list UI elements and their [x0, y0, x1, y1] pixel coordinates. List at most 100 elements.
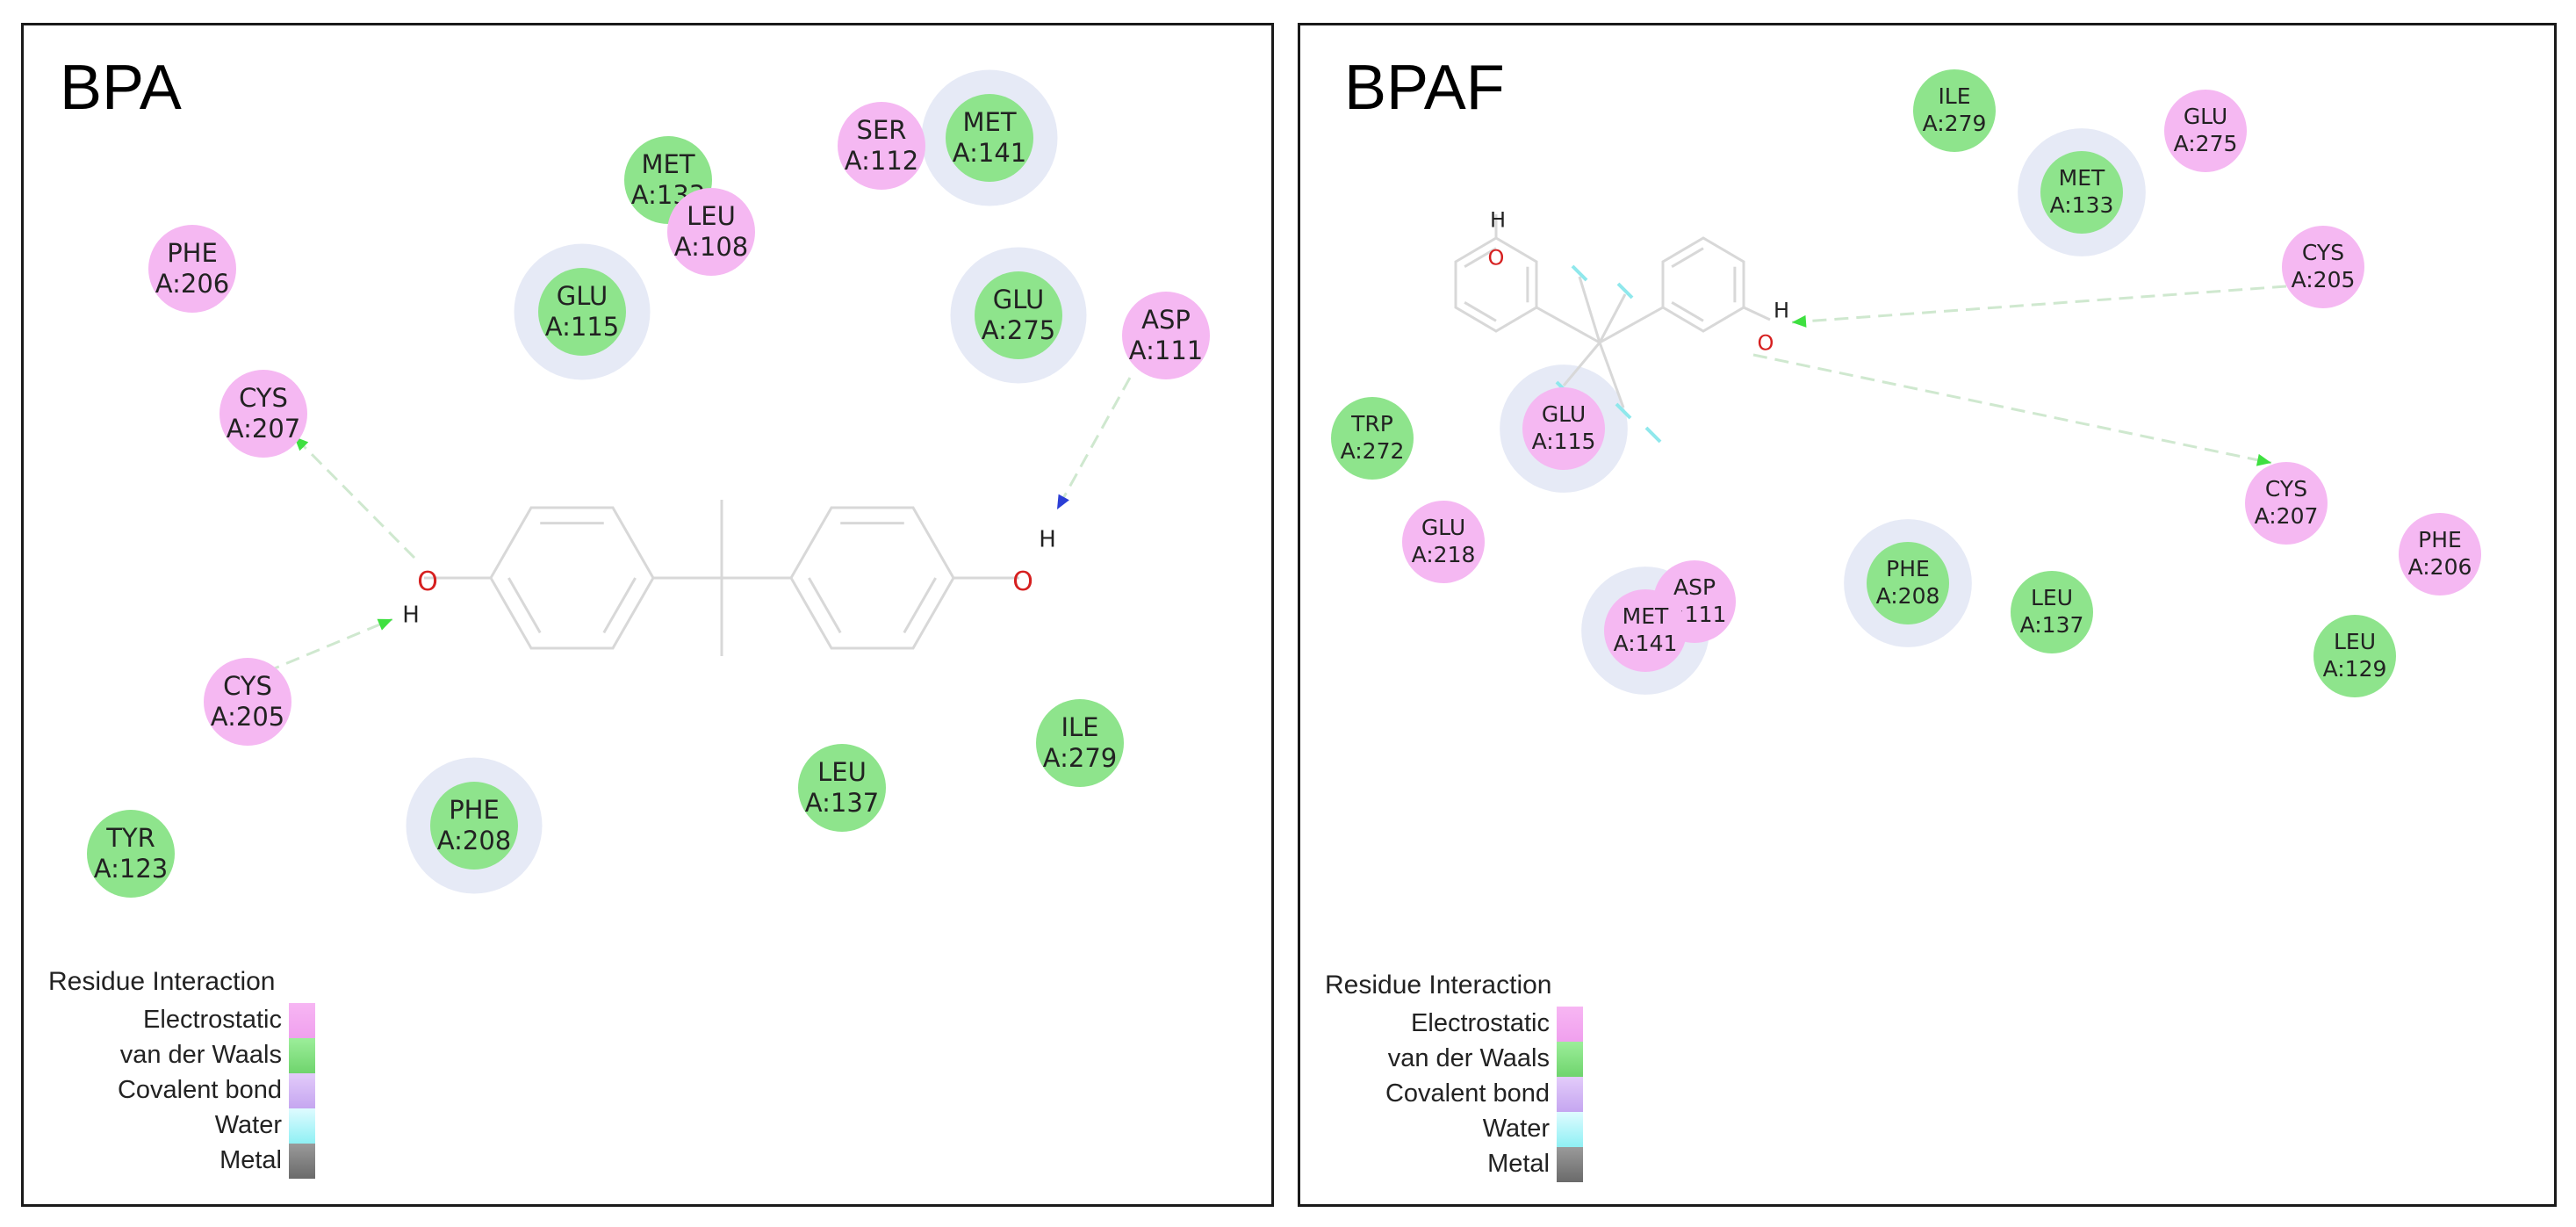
- residue-id: A:123: [94, 854, 168, 884]
- residue-id: A:137: [2020, 612, 2084, 638]
- electrostatic-residue-disc: [1402, 501, 1485, 583]
- residue-id: A:205: [211, 702, 284, 732]
- electrostatic-residue-disc: [2164, 90, 2247, 172]
- vdw-residue-disc: [1867, 542, 1949, 624]
- electrostatic-residue-disc: [2245, 462, 2328, 545]
- legend-label: Water: [1483, 1115, 1551, 1143]
- residue-id: A:115: [1532, 429, 1596, 454]
- hbond-arrowhead-icon: [1792, 314, 1807, 328]
- residue-name: TYR: [105, 823, 155, 853]
- residue-name: GLU: [993, 285, 1044, 314]
- hbond-arrowhead-icon: [1057, 494, 1069, 509]
- legend-swatch: [1557, 1007, 1583, 1042]
- residue-id: A:141: [1614, 631, 1678, 656]
- residue-id: A:108: [674, 232, 748, 262]
- residue-id: A:133: [2050, 192, 2114, 218]
- legend-swatch: [289, 1003, 315, 1038]
- legend-label: Electrostatic: [1411, 1009, 1550, 1037]
- residue-id: A:111: [1129, 336, 1203, 365]
- electrostatic-residue-disc: [2282, 226, 2364, 308]
- residue-id: A:205: [2292, 267, 2356, 292]
- residue-id: A:208: [437, 826, 511, 855]
- legend-swatch: [289, 1108, 315, 1144]
- electrostatic-residue-disc: [1122, 292, 1210, 379]
- residue-id: A:207: [227, 414, 300, 444]
- vdw-residue-disc: [798, 744, 886, 832]
- residue-name: GLU: [557, 281, 608, 311]
- panel-title: BPAF: [1344, 53, 1505, 123]
- residue-name: ILE: [1938, 83, 1970, 109]
- residue-halos: [406, 69, 1087, 894]
- vdw-residue-disc: [538, 268, 626, 356]
- residue-id: A:137: [805, 788, 879, 818]
- electrostatic-residue-disc: [1604, 589, 1687, 672]
- aromatic-ring: [1661, 236, 1745, 333]
- residue-name: PHE: [2418, 527, 2462, 552]
- residue-name: TRP: [1350, 411, 1393, 437]
- residue-name: PHE: [449, 795, 500, 825]
- ligand-bond: [1743, 306, 1771, 321]
- fluorine-atom: [1616, 282, 1634, 300]
- ligand-bond: [1598, 293, 1627, 343]
- electrostatic-residue-disc: [667, 188, 755, 276]
- electrostatic-residue-disc: [2399, 513, 2481, 595]
- residue-id: A:115: [545, 312, 619, 342]
- residue-name: GLU: [1542, 401, 1586, 427]
- hydrogen-atom-label: H: [1039, 526, 1056, 552]
- vdw-residue-disc: [1036, 699, 1124, 787]
- legend-label: van der Waals: [1388, 1044, 1550, 1072]
- legend-swatch: [1557, 1112, 1583, 1147]
- vdw-residue-disc: [87, 810, 175, 898]
- vdw-residue-disc: [946, 94, 1033, 182]
- aromatic-double-bond: [1671, 247, 1704, 269]
- aromatic-double-bond: [903, 577, 937, 634]
- oxygen-atom-label: O: [1012, 567, 1033, 597]
- aromatic-double-bond: [1671, 300, 1704, 322]
- hydrogen-atom-label: H: [402, 602, 420, 628]
- vdw-residue-disc: [1913, 69, 1996, 152]
- electrostatic-residue-disc: [219, 370, 307, 458]
- legend-swatch: [289, 1073, 315, 1108]
- ligand-bond: [1598, 342, 1625, 408]
- hbond-arrowhead-icon: [377, 618, 392, 631]
- legend-label: Covalent bond: [1385, 1079, 1550, 1108]
- legend-label: Covalent bond: [118, 1076, 282, 1104]
- residue-id: A:208: [1876, 583, 1940, 609]
- legend-label: Water: [215, 1111, 283, 1139]
- residue-id: A:279: [1923, 111, 1987, 136]
- interaction-map-bpaf: BPAF HOHOILEA:279META:133GLUA:275CYSA:20…: [1325, 53, 2481, 1182]
- vdw-residue-disc: [2011, 571, 2093, 653]
- residue-name: CYS: [2302, 240, 2344, 265]
- aromatic-double-bond: [1464, 247, 1497, 269]
- residue-id: A:275: [982, 315, 1055, 345]
- residue-name: LEU: [817, 757, 867, 787]
- residue-name: GLU: [1421, 515, 1465, 540]
- residue-name: PHE: [1886, 556, 1930, 581]
- residue-name: MET: [1623, 603, 1669, 629]
- hbond-arrowhead-icon: [2256, 453, 2271, 466]
- ligand-bond: [1578, 276, 1601, 343]
- residue-name: MET: [962, 107, 1016, 137]
- aromatic-double-bond: [602, 577, 637, 634]
- legend-swatch: [1557, 1042, 1583, 1077]
- legend-swatch: [289, 1038, 315, 1073]
- ligand-structure: [424, 500, 1019, 656]
- panel-title: BPA: [60, 53, 182, 123]
- residue-id: A:279: [1043, 743, 1117, 773]
- residue-name: ASP: [1141, 305, 1191, 335]
- legend-swatch: [1557, 1147, 1583, 1182]
- residue-name: CYS: [239, 383, 288, 413]
